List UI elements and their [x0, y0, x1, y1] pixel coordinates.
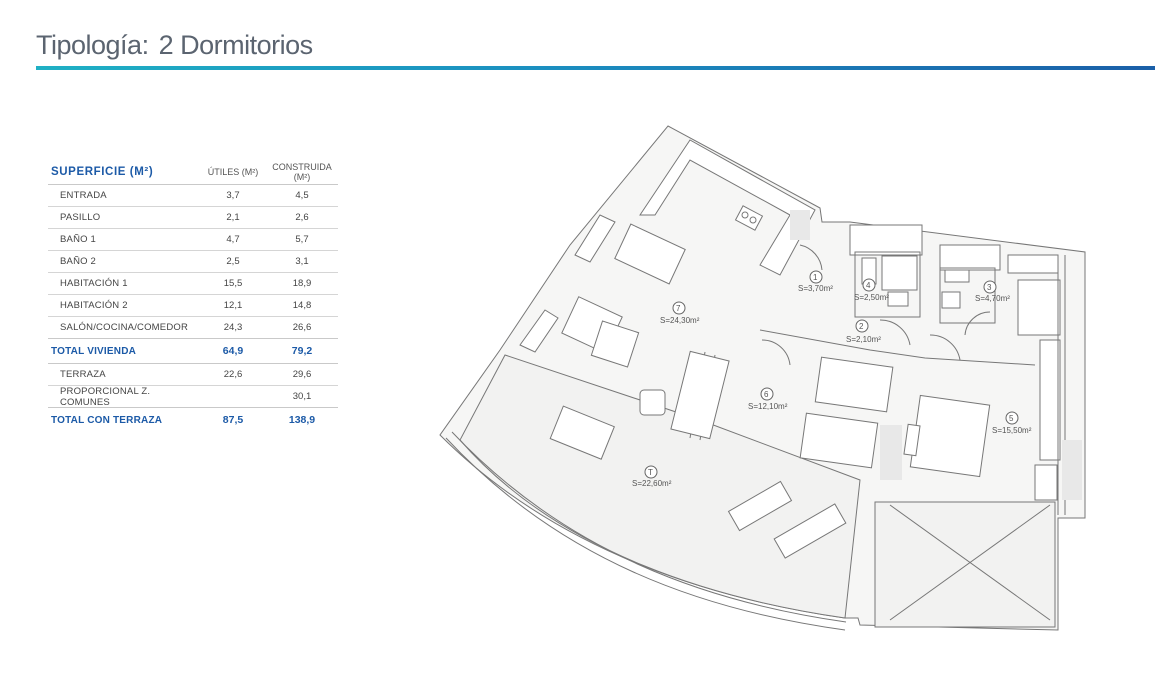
room-number: 4	[866, 281, 871, 290]
total-terraza-construida: 138,9	[288, 414, 316, 426]
row-utiles: 22,6	[223, 369, 243, 380]
total-terraza-label: TOTAL CON TERRAZA	[51, 414, 163, 426]
row-construida: 30,1	[292, 391, 312, 402]
row-construida: 14,8	[292, 300, 312, 311]
table-row: SALÓN/COCINA/COMEDOR 24,3 26,6	[48, 317, 338, 339]
page-title: Tipología: 2 Dormitorios	[36, 30, 313, 61]
room-marker	[809, 270, 823, 284]
header-rule	[36, 66, 1155, 70]
surface-table: SUPERFICIE (M²) ÚTILES (M²) CONSTRUIDA (…	[48, 160, 338, 432]
room-area: S=22,60m²	[632, 479, 672, 488]
room-number: 1	[813, 273, 818, 282]
balustrade	[445, 437, 846, 631]
row-construida: 5,7	[295, 234, 309, 245]
col-construida-header: CONSTRUIDA (M²)	[272, 162, 332, 182]
total-terraza-row: TOTAL CON TERRAZA 87,5 138,9	[48, 408, 338, 432]
row-construida: 26,6	[292, 322, 312, 333]
row-utiles: 24,3	[223, 322, 243, 333]
room-number: 3	[987, 283, 992, 292]
room-area: S=3,70m²	[798, 284, 833, 293]
row-utiles: 2,5	[226, 256, 240, 267]
col-utiles-header: ÚTILES (M²)	[207, 167, 259, 177]
row-construida: 29,6	[292, 369, 312, 380]
row-name: BAÑO 2	[60, 256, 97, 267]
total-vivienda-utiles: 64,9	[222, 345, 244, 357]
room-area: S=12,10m²	[748, 402, 788, 411]
room-marker	[760, 387, 774, 401]
row-construida: 2,6	[295, 212, 309, 223]
row-name: PASILLO	[60, 212, 101, 223]
row-utiles: 12,1	[223, 300, 243, 311]
room-area: S=24,30m²	[660, 316, 700, 325]
total-vivienda-construida: 79,2	[291, 345, 313, 357]
room-area: S=2,10m²	[846, 335, 881, 344]
room-number: 6	[764, 390, 769, 399]
table-row: PROPORCIONAL Z. COMUNES 30,1	[48, 386, 338, 408]
table-row: HABITACIÓN 2 12,1 14,8	[48, 295, 338, 317]
table-row: ENTRADA 3,7 4,5	[48, 185, 338, 207]
row-construida: 18,9	[292, 278, 312, 289]
table-row: TERRAZA 22,6 29,6	[48, 364, 338, 386]
row-utiles: 4,7	[226, 234, 240, 245]
table-row: BAÑO 2 2,5 3,1	[48, 251, 338, 273]
row-name: PROPORCIONAL Z. COMUNES	[60, 385, 151, 408]
row-name: TERRAZA	[60, 369, 106, 380]
table-row: BAÑO 1 4,7 5,7	[48, 229, 338, 251]
room-area: S=15,50m²	[992, 426, 1032, 435]
table-row: HABITACIÓN 1 15,5 18,9	[48, 273, 338, 295]
room-number: 2	[859, 322, 864, 331]
row-utiles: 3,7	[226, 190, 240, 201]
room-marker	[1005, 411, 1019, 425]
room-marker	[672, 301, 686, 315]
room-marker	[983, 280, 997, 294]
row-utiles: 2,1	[226, 212, 240, 223]
table-header: SUPERFICIE (M²) ÚTILES (M²) CONSTRUIDA (…	[48, 160, 338, 185]
total-terraza-utiles: 87,5	[222, 414, 244, 426]
room-area: S=2,50m²	[854, 293, 889, 302]
title-label: Tipología:	[36, 30, 149, 60]
table-title: SUPERFICIE (M²)	[51, 166, 154, 178]
row-name: BAÑO 1	[60, 234, 97, 245]
room-marker	[855, 319, 869, 333]
room-number: 5	[1009, 414, 1014, 423]
table-row: PASILLO 2,1 2,6	[48, 207, 338, 229]
row-name: SALÓN/COCINA/COMEDOR	[60, 322, 189, 333]
room-marker	[644, 465, 658, 479]
room-area: S=4,70m²	[975, 294, 1010, 303]
total-vivienda-row: TOTAL VIVIENDA 64,9 79,2	[48, 339, 338, 364]
title-value: 2 Dormitorios	[158, 30, 314, 60]
row-name: HABITACIÓN 1	[60, 278, 128, 289]
row-construida: 4,5	[295, 190, 309, 201]
room-number: T	[648, 468, 653, 477]
row-utiles: 15,5	[223, 278, 243, 289]
row-name: ENTRADA	[60, 190, 107, 201]
room-marker	[862, 278, 876, 292]
row-construida: 3,1	[295, 256, 309, 267]
kitchen-counter	[639, 139, 816, 276]
room-number: 7	[676, 304, 681, 313]
total-vivienda-label: TOTAL VIVIENDA	[51, 345, 137, 357]
row-name: HABITACIÓN 2	[60, 300, 128, 311]
